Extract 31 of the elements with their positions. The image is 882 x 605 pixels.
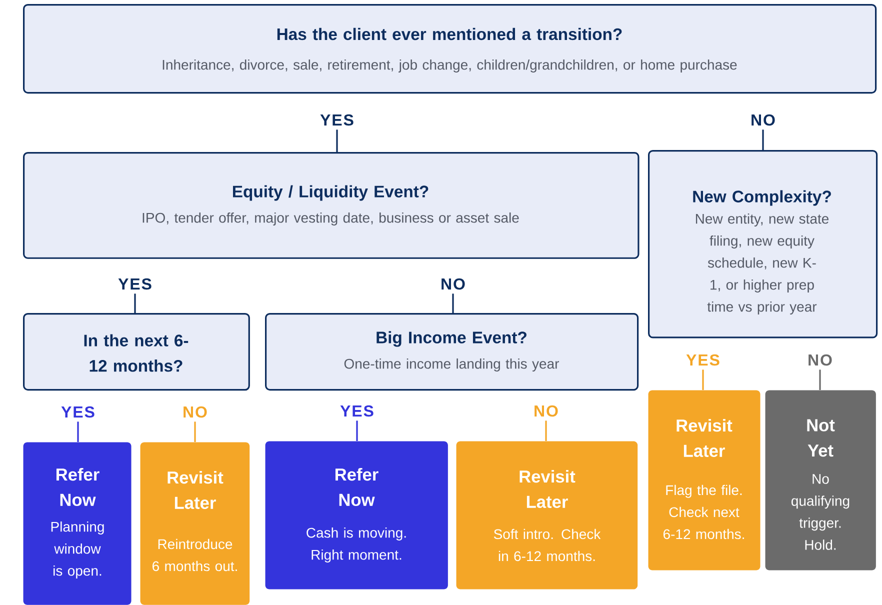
outcome-box: Revisit Later Reintroduce 6 months out. — [140, 442, 250, 605]
connector-line — [336, 130, 338, 152]
outcome-box: Revisit Later Soft intro. Check in 6-12 months. — [456, 441, 638, 590]
connector-line — [545, 420, 547, 441]
question-box: Has the client ever mentioned a transition? Inheritance, divorce, sale, retirement, job change, children/grandchildren, or home purchase — [23, 4, 877, 94]
connector-line — [702, 370, 704, 390]
branch-label: YES — [686, 354, 720, 366]
question-box: Big Income Event? One-time income landing this year — [265, 313, 639, 391]
connector-line — [356, 420, 358, 441]
connector-line — [134, 294, 136, 313]
outcome-box: Not Yet No qualifying trigger. Hold. — [765, 390, 876, 570]
connector-line — [762, 130, 764, 150]
outcome-box: Refer Now Cash is moving. Right moment. — [265, 441, 448, 590]
connector-line — [77, 422, 79, 442]
connector-line — [194, 422, 196, 442]
branch-label: NO — [808, 354, 832, 366]
question-box: Equity / Liquidity Event? IPO, tender offer, major vesting date, business or asset sale — [23, 152, 640, 259]
connector-line — [819, 370, 821, 390]
question-box: New Complexity? New entity, new state filing, new equity schedule, new K-1, or higher prep time vs prior year — [648, 150, 878, 338]
branch-label: YES — [118, 278, 152, 290]
branch-label: NO — [184, 406, 207, 418]
branch-label: NO — [442, 278, 465, 290]
branch-label: YES — [320, 114, 354, 126]
branch-label: NO — [752, 114, 775, 126]
branch-label: NO — [534, 405, 558, 417]
branch-label: YES — [340, 405, 374, 417]
branch-label: YES — [61, 406, 94, 418]
connector-line — [452, 294, 454, 313]
outcome-box: Revisit Later Flag the file. Check next 6-12 months. — [648, 390, 760, 570]
question-box: In the next 6-12 months? — [23, 313, 250, 391]
outcome-box: Refer Now Planning window is open. — [23, 442, 132, 605]
